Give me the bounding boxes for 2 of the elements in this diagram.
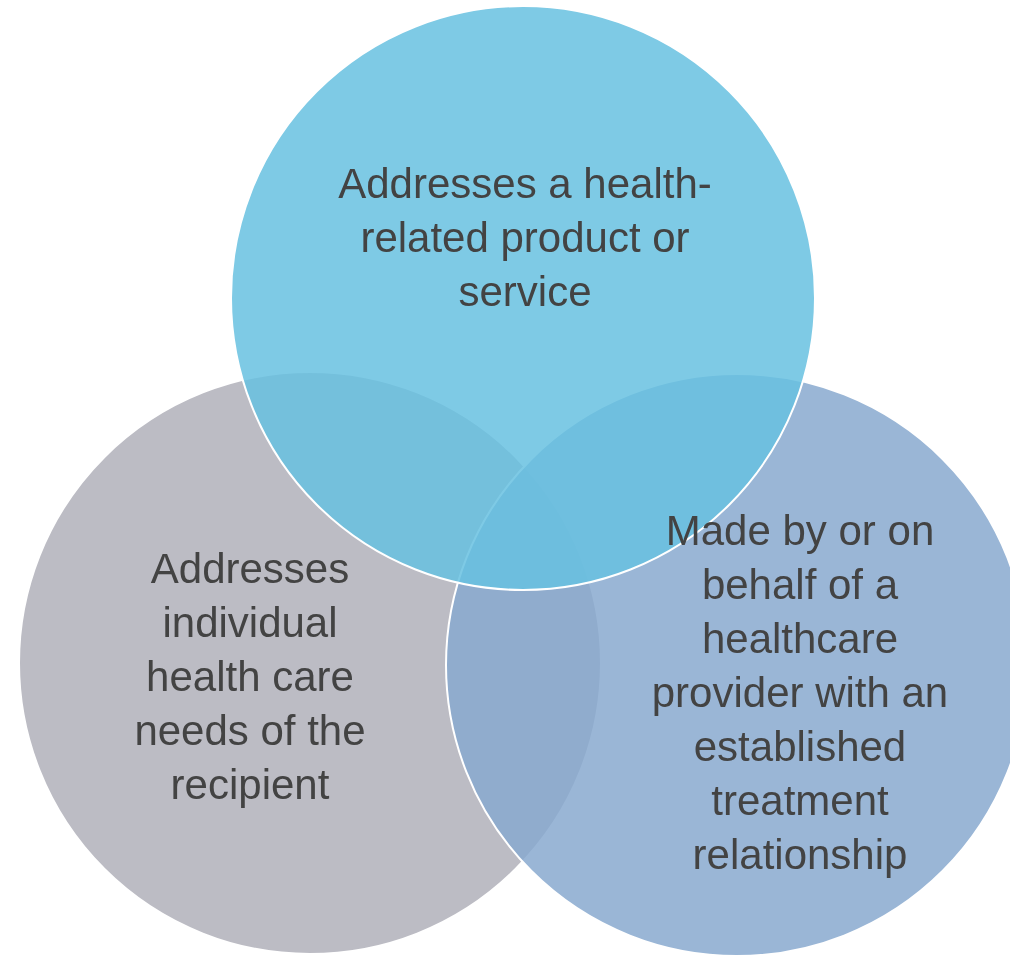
circle-label: Addresses a health-related product or service bbox=[337, 159, 713, 317]
circle-label: Addresses individual health care needs of the recipient bbox=[133, 544, 367, 810]
